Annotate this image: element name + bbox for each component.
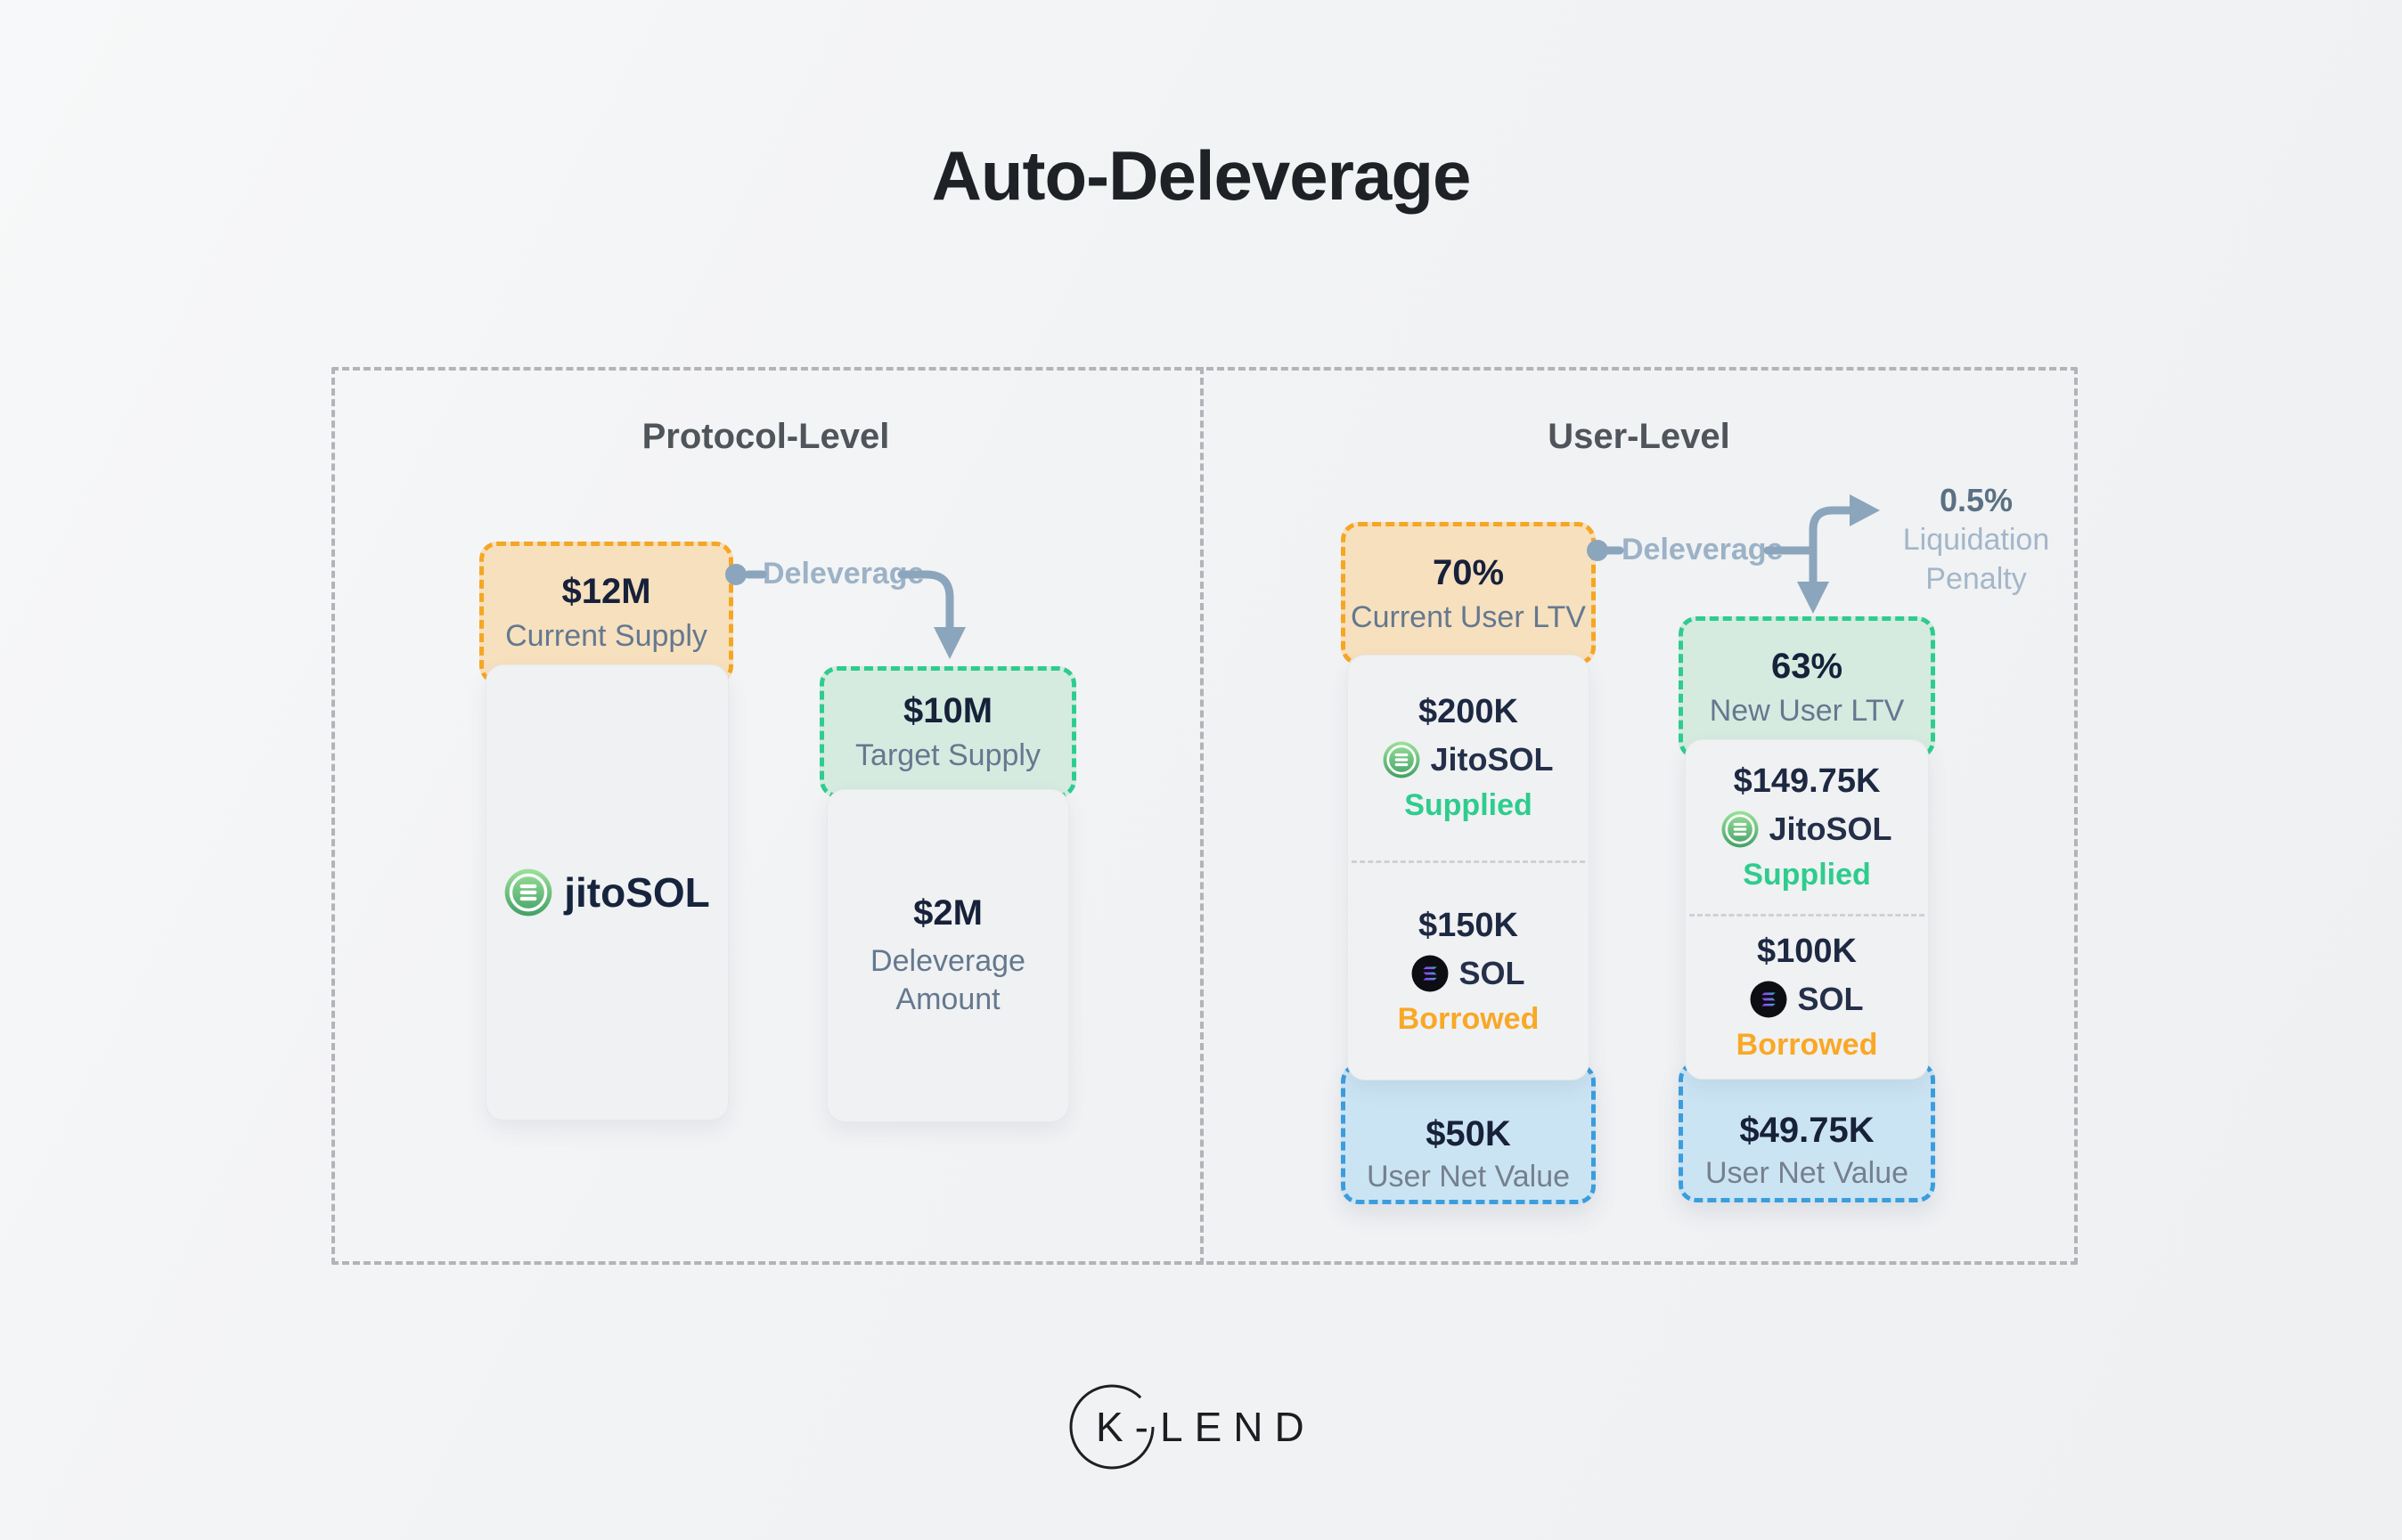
card-divider	[1689, 914, 1924, 917]
current-borrowed-value: $150K	[1418, 906, 1518, 944]
new-borrowed-value: $100K	[1757, 933, 1857, 970]
current-net-value-label: User Net Value	[1366, 1160, 1571, 1194]
deleverage-amount-bar: $2M Deleverage Amount	[827, 789, 1069, 1122]
current-supply-value: $12M	[561, 572, 651, 611]
new-ltv-box: 63% New User LTV	[1679, 616, 1935, 759]
deleverage-connector-label-user: Deleverage	[1622, 533, 1784, 566]
page-title: Auto-Deleverage	[931, 136, 1472, 215]
current-supplied-token: JitoSOL	[1430, 741, 1554, 778]
current-supply-label: Current Supply	[505, 619, 707, 653]
card-divider	[1352, 860, 1585, 863]
new-net-value: $49.75K	[1739, 1111, 1875, 1150]
current-supplied-status: Supplied	[1404, 788, 1532, 822]
penalty-value: 0.5%	[1939, 482, 2014, 518]
new-position-card: $149.75K JitoSOL Supplied $100K	[1685, 739, 1929, 1080]
sol-icon	[1412, 955, 1449, 991]
current-supplied-value: $200K	[1418, 693, 1518, 730]
k-lend-wordmark: K-LEND	[1096, 1404, 1316, 1450]
new-ltv-value: 63%	[1770, 647, 1843, 686]
new-supplied-token: JitoSOL	[1769, 810, 1892, 847]
new-ltv-label: New User LTV	[1709, 694, 1905, 728]
penalty-label-line2: Penalty	[1925, 562, 2027, 596]
diagram-frame	[331, 367, 2078, 1265]
target-supply-box: $10M Target Supply	[820, 666, 1076, 798]
deleverage-amount-block: $2M Deleverage Amount	[846, 893, 1050, 1019]
new-borrowed-token-row: SOL	[1750, 981, 1864, 1018]
new-borrowed-status: Borrowed	[1736, 1028, 1878, 1062]
penalty-label-line1: Liquidation	[1902, 523, 2050, 557]
current-net-value-box: $50K User Net Value	[1341, 1063, 1596, 1204]
supply-bar-token-label: jitoSOL	[564, 869, 710, 916]
jitosol-logo-row: jitoSOL	[504, 868, 710, 917]
sol-icon	[1751, 981, 1787, 1018]
new-net-value-box: $49.75K User Net Value	[1679, 1062, 1935, 1202]
current-supplied-section: $200K JitoSOL Supplied	[1348, 656, 1589, 860]
new-supplied-status: Supplied	[1743, 857, 1871, 892]
current-supply-box: $12M Current Supply	[479, 542, 733, 684]
current-borrowed-token: SOL	[1458, 954, 1525, 991]
new-borrowed-section: $100K SOL Borrowed	[1686, 917, 1928, 1079]
protocol-panel-title: Protocol-Level	[641, 417, 890, 456]
current-ltv-value: 70%	[1432, 552, 1505, 592]
jitosol-icon	[1384, 741, 1420, 778]
liquidation-penalty-block: 0.5% Liquidation Penalty	[1887, 481, 2065, 599]
new-supplied-section: $149.75K JitoSOL Supplied	[1686, 740, 1928, 914]
current-borrowed-section: $150K SOL Borrowed	[1348, 863, 1589, 1080]
new-supplied-value: $149.75K	[1733, 762, 1881, 800]
deleverage-connector-label-protocol: Deleverage	[763, 557, 925, 591]
current-net-value: $50K	[1426, 1114, 1511, 1153]
k-lend-logo-circle	[1069, 1384, 1155, 1470]
k-lend-logo: K-LEND	[1069, 1384, 1316, 1470]
target-supply-value: $10M	[903, 691, 993, 730]
current-borrowed-status: Borrowed	[1397, 1001, 1540, 1036]
current-borrowed-token-row: SOL	[1411, 954, 1525, 992]
panel-divider	[1200, 367, 1204, 1265]
current-ltv-box: 70% Current User LTV	[1341, 522, 1596, 665]
new-supplied-token-row: JitoSOL	[1721, 810, 1892, 848]
deleverage-amount-value: $2M	[913, 892, 983, 933]
jitosol-icon	[1722, 811, 1759, 847]
user-panel-title: User-Level	[1548, 417, 1730, 456]
jitosol-icon	[504, 868, 552, 917]
current-position-card: $200K JitoSOL Supplied $150K	[1347, 655, 1589, 1080]
new-net-value-label: User Net Value	[1704, 1156, 1909, 1190]
current-supplied-token-row: JitoSOL	[1383, 741, 1554, 778]
deleverage-amount-label: Deleverage Amount	[870, 943, 1025, 1016]
new-borrowed-token: SOL	[1797, 981, 1864, 1017]
supply-bar: jitoSOL	[486, 664, 729, 1120]
current-ltv-label: Current User LTV	[1351, 599, 1586, 634]
target-supply-label: Target Supply	[855, 738, 1041, 772]
